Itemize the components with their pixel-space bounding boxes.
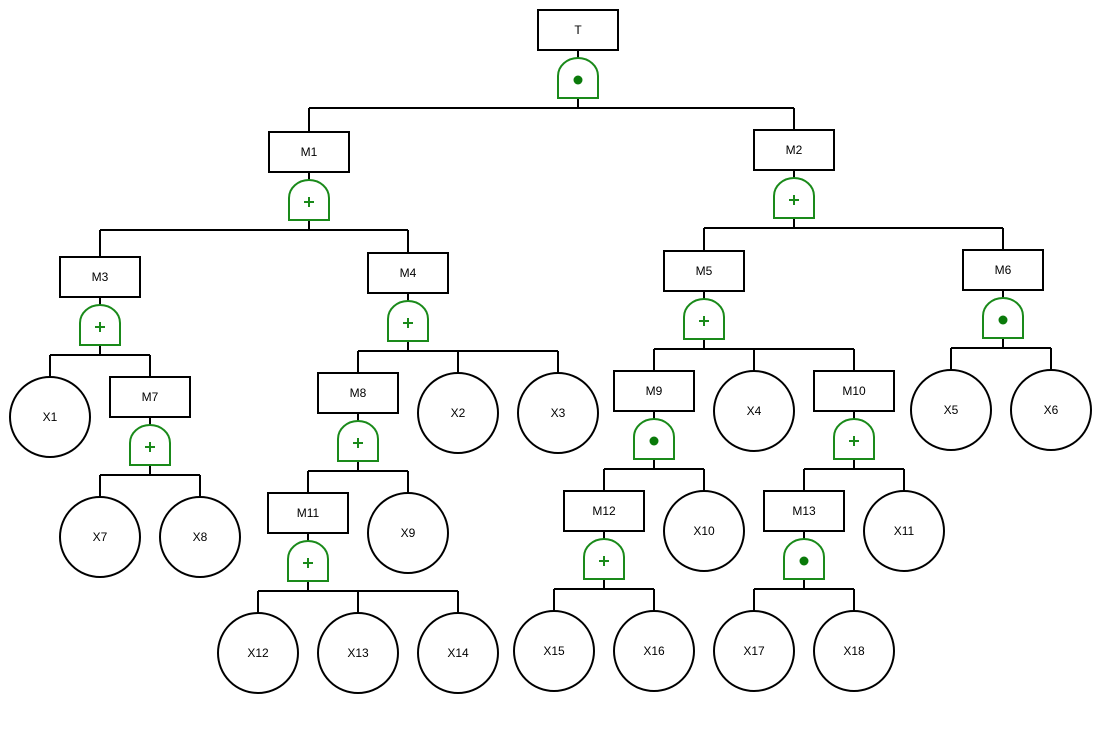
or-gate-icon — [287, 540, 329, 582]
basic-event-x10: X10 — [663, 490, 745, 572]
event-box-m9: M9 — [613, 370, 695, 412]
event-box-m10: M10 — [813, 370, 895, 412]
basic-event-x14: X14 — [417, 612, 499, 694]
event-label: M8 — [350, 386, 367, 400]
basic-event-x2: X2 — [417, 372, 499, 454]
event-label: M11 — [297, 506, 320, 520]
basic-event-x6: X6 — [1010, 369, 1092, 451]
or-gate-icon — [79, 304, 121, 346]
basic-event-x4: X4 — [713, 370, 795, 452]
event-box-m13: M13 — [763, 490, 845, 532]
basic-event-x3: X3 — [517, 372, 599, 454]
event-box-m6: M6 — [962, 249, 1044, 291]
event-label: X9 — [401, 526, 416, 540]
or-gate-icon — [387, 300, 429, 342]
tree-connectors — [49, 50, 1052, 613]
event-box-m4: M4 — [367, 252, 449, 294]
event-label: X13 — [347, 646, 369, 660]
event-label: M7 — [142, 390, 159, 404]
or-gate-icon — [337, 420, 379, 462]
event-label: X15 — [543, 644, 565, 658]
basic-event-x1: X1 — [9, 376, 91, 458]
basic-event-x16: X16 — [613, 610, 695, 692]
event-label: M13 — [792, 504, 816, 518]
and-gate-icon — [783, 538, 825, 580]
event-label: X12 — [247, 646, 269, 660]
event-label: X1 — [43, 410, 58, 424]
event-label: X10 — [693, 524, 715, 538]
event-label: X5 — [944, 403, 959, 417]
or-gate-icon — [833, 418, 875, 460]
event-label: X2 — [451, 406, 466, 420]
basic-event-x7: X7 — [59, 496, 141, 578]
event-label: X14 — [447, 646, 469, 660]
event-box-t: T — [537, 9, 619, 51]
event-label: X7 — [93, 530, 108, 544]
event-box-m11: M11 — [267, 492, 349, 534]
or-gate-icon — [683, 298, 725, 340]
event-label: M2 — [786, 143, 803, 157]
event-label: M4 — [400, 266, 417, 280]
basic-event-x9: X9 — [367, 492, 449, 574]
event-box-m7: M7 — [109, 376, 191, 418]
event-label: T — [574, 23, 582, 37]
basic-event-x15: X15 — [513, 610, 595, 692]
event-box-m8: M8 — [317, 372, 399, 414]
basic-event-x18: X18 — [813, 610, 895, 692]
event-label: M5 — [696, 264, 713, 278]
event-box-m12: M12 — [563, 490, 645, 532]
and-gate-icon — [982, 297, 1024, 339]
event-box-m3: M3 — [59, 256, 141, 298]
event-label: X4 — [747, 404, 762, 418]
event-label: M10 — [842, 384, 866, 398]
event-label: M1 — [301, 145, 318, 159]
or-gate-icon — [583, 538, 625, 580]
event-label: X6 — [1044, 403, 1059, 417]
event-label: X11 — [894, 524, 915, 538]
event-label: X8 — [193, 530, 208, 544]
event-box-m1: M1 — [268, 131, 350, 173]
event-label: X17 — [743, 644, 765, 658]
basic-event-x12: X12 — [217, 612, 299, 694]
event-label: M12 — [592, 504, 616, 518]
basic-event-x5: X5 — [910, 369, 992, 451]
and-gate-icon — [633, 418, 675, 460]
and-gate-icon — [557, 57, 599, 99]
event-label: X16 — [643, 644, 665, 658]
basic-event-x13: X13 — [317, 612, 399, 694]
basic-event-x11: X11 — [863, 490, 945, 572]
or-gate-icon — [773, 177, 815, 219]
or-gate-icon — [129, 424, 171, 466]
event-box-m2: M2 — [753, 129, 835, 171]
event-box-m5: M5 — [663, 250, 745, 292]
event-label: X18 — [843, 644, 865, 658]
logic-gates — [79, 57, 1024, 582]
event-label: M9 — [646, 384, 663, 398]
event-label: M6 — [995, 263, 1012, 277]
basic-event-x17: X17 — [713, 610, 795, 692]
basic-event-x8: X8 — [159, 496, 241, 578]
event-label: M3 — [92, 270, 109, 284]
or-gate-icon — [288, 179, 330, 221]
event-label: X3 — [551, 406, 566, 420]
